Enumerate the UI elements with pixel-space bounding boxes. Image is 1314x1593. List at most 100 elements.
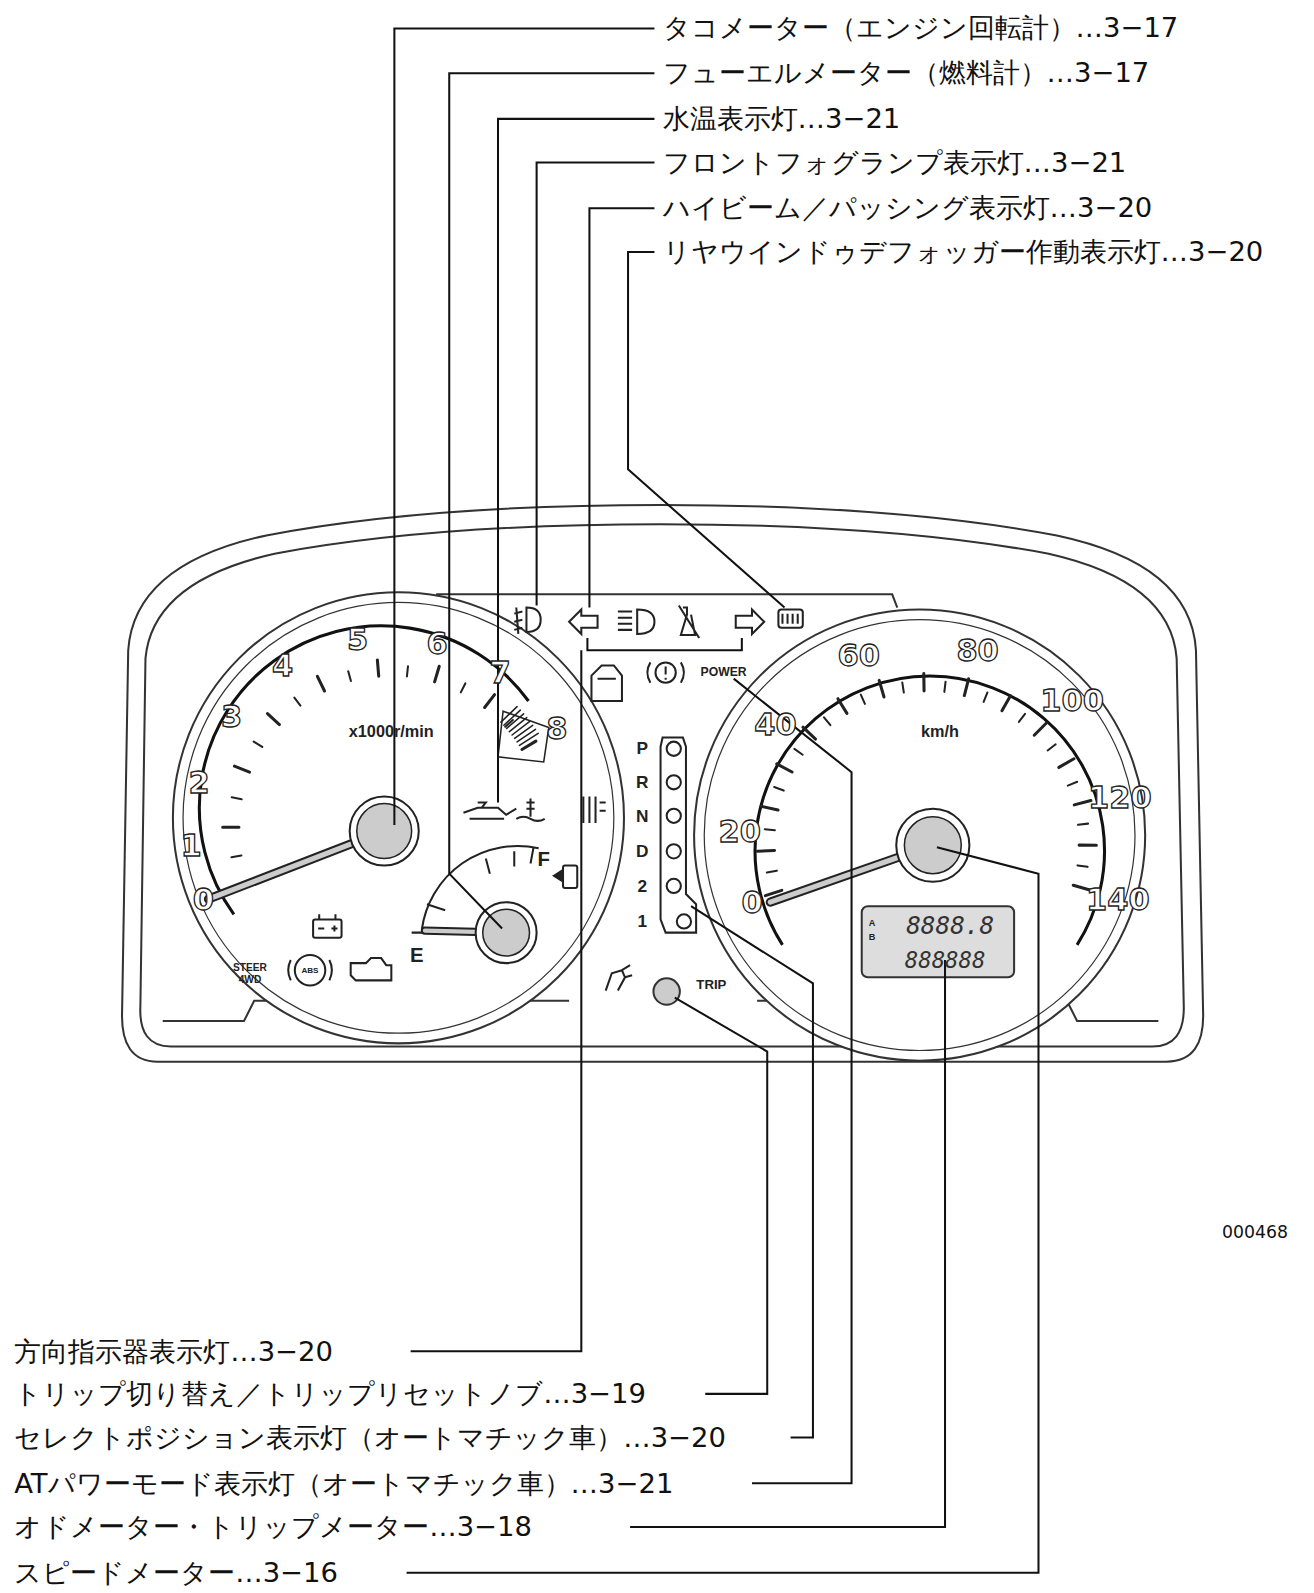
lcd-digits: 888888 xyxy=(905,948,986,973)
fuel-mark: F xyxy=(537,848,549,870)
speed-number: 140 xyxy=(1086,883,1150,917)
dial-ticks xyxy=(267,714,279,725)
dial-ticks xyxy=(794,749,802,755)
tach-number: 3 xyxy=(221,700,242,734)
speed-number: 0 xyxy=(741,886,762,920)
needles-and-hubs xyxy=(896,809,969,882)
leader-lines xyxy=(394,28,654,825)
leader-lines xyxy=(691,906,813,1437)
shift-position: D xyxy=(636,842,648,861)
trip-knob xyxy=(653,978,679,1004)
indicator-icons xyxy=(288,960,332,980)
leader-lines xyxy=(628,252,784,608)
shift-position: 1 xyxy=(637,912,647,931)
tach-number: 2 xyxy=(189,766,210,800)
dial-ticks xyxy=(1078,865,1088,866)
shift-position: 2 xyxy=(637,877,647,896)
dial-ticks xyxy=(461,683,466,692)
dial-ticks xyxy=(234,766,249,772)
fuel-mark: E xyxy=(410,944,424,966)
speed-number: 120 xyxy=(1088,781,1152,815)
tach-number: 4 xyxy=(272,649,293,683)
tach-number: 8 xyxy=(546,712,567,746)
dial-ticks xyxy=(984,692,988,701)
dial-ticks xyxy=(254,742,263,747)
indicator-icons xyxy=(618,610,655,634)
dial-ticks xyxy=(1034,723,1046,735)
indicator-icons xyxy=(591,665,621,701)
indicator-icons xyxy=(679,606,699,639)
dial-ticks xyxy=(824,717,830,725)
figure-number: 000468 xyxy=(1222,1223,1288,1242)
cluster-housing xyxy=(122,505,1203,1062)
callout-label: タコメーター（エンジン回転計）…3−17 xyxy=(663,13,1179,43)
dial-ticks xyxy=(765,828,775,831)
dial-ticks xyxy=(767,871,777,873)
callout-label: フロントフォグランプ表示灯…3−21 xyxy=(663,148,1127,178)
leader-lines xyxy=(411,650,582,1351)
indicator-icons xyxy=(514,608,540,634)
lcd-mark: A xyxy=(869,918,876,928)
dial-ticks xyxy=(407,666,408,676)
speedometer-dial xyxy=(704,620,1135,1051)
dial-ticks xyxy=(757,849,774,853)
callout-label: トリップ切り替え／トリップリセットノブ…3−19 xyxy=(14,1379,646,1409)
speedometer-dial xyxy=(694,610,1145,1061)
fuel-gauge xyxy=(563,866,577,888)
knob-text: TRIP xyxy=(696,978,726,993)
dial-ticks xyxy=(485,695,495,708)
speed-number: 20 xyxy=(719,815,761,849)
dial-ticks xyxy=(902,683,904,693)
unit-text: km/h xyxy=(921,723,959,741)
indicator-icons xyxy=(782,614,797,624)
dial-ticks xyxy=(348,671,351,681)
callout-label: 水温表示灯…3−21 xyxy=(663,104,901,134)
dial-ticks xyxy=(294,698,300,706)
speed-number: 40 xyxy=(754,708,796,742)
dial-ticks xyxy=(517,729,535,742)
lcd-digits: 8888.8 xyxy=(906,913,994,940)
dial-ticks xyxy=(964,679,968,696)
warning-text: ABS xyxy=(301,967,318,976)
speed-number: 80 xyxy=(956,634,998,668)
dial-ticks xyxy=(777,764,792,772)
leader-lines xyxy=(537,163,655,606)
leader-lines xyxy=(498,119,654,803)
shift-position: P xyxy=(636,739,648,758)
dial-ticks xyxy=(861,695,865,704)
needles-and-hubs xyxy=(904,817,961,874)
indicator-text: POWER xyxy=(701,666,747,679)
indicator-icons xyxy=(569,610,597,634)
callout-label: スピードメーター…3−16 xyxy=(14,1558,338,1588)
tach-number: 1 xyxy=(180,829,201,863)
odometer-lcd xyxy=(862,906,1014,977)
indicator-icons xyxy=(288,606,803,991)
indicator-icons xyxy=(778,610,802,628)
indicator-icons xyxy=(318,914,337,931)
unit-text: x1000r/min xyxy=(349,723,434,741)
callout-label: オドメーター・トリップメーター…3−18 xyxy=(14,1512,532,1542)
indicator-icons xyxy=(295,955,325,985)
dial-ticks xyxy=(944,682,945,692)
callout-label: リヤウインドゥデフォッガー作動表示灯…3−20 xyxy=(663,237,1264,267)
dial-ticks xyxy=(1068,782,1077,786)
dial-ticks xyxy=(377,660,378,676)
leader-lines xyxy=(675,998,767,1394)
select-position-bracket xyxy=(667,879,681,893)
speed-number: 60 xyxy=(838,639,880,673)
indicator-icons xyxy=(463,803,516,819)
dial-ticks xyxy=(774,787,784,791)
dial-ticks xyxy=(838,699,847,714)
callout-label: ATパワーモード表示灯（オートマチック車）…3−21 xyxy=(14,1469,673,1499)
needles-and-hubs xyxy=(357,804,412,859)
dial-ticks xyxy=(761,806,778,810)
callout-label: セレクトポジション表示灯（オートマチック車）…3−20 xyxy=(14,1423,726,1453)
tach-number: 6 xyxy=(426,627,447,661)
select-position-bracket xyxy=(667,809,681,823)
tachometer-dial xyxy=(173,592,624,1043)
dial-ticks xyxy=(232,797,242,799)
shift-position: R xyxy=(636,773,648,792)
dial-ticks xyxy=(1079,844,1096,847)
indicator-icons xyxy=(647,662,684,682)
